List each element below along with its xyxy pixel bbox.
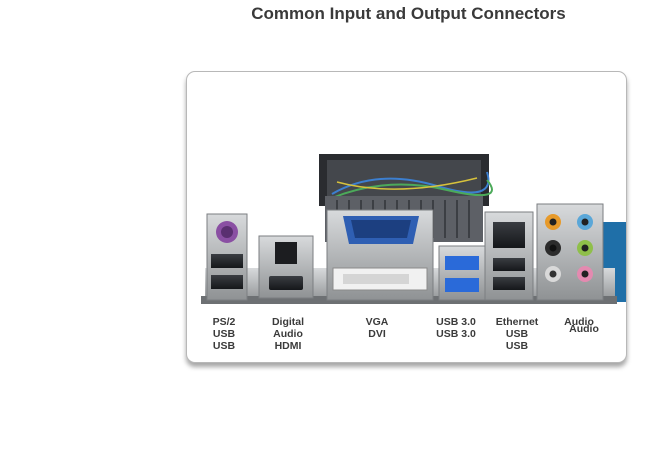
- label-audio: Audio: [564, 316, 594, 328]
- optical-hdmi-stack: [258, 235, 314, 299]
- usb-port: [211, 254, 243, 268]
- label-audio-overlap: Audio: [569, 323, 599, 335]
- ethernet-usb-stack: [484, 211, 534, 301]
- usb-port: [493, 277, 525, 290]
- label-vga-dvi: VGA DVI: [365, 316, 389, 340]
- ethernet-port: [493, 222, 525, 248]
- connector-panel-card: PS/2 USB USB Digital Audio HDMI VGA DVI …: [186, 71, 627, 363]
- motherboard-io-panel-image: [201, 154, 626, 304]
- audio-jack-stack: [536, 203, 604, 301]
- label-ethernet-usb: Ethernet USB USB: [495, 316, 539, 352]
- page-title: Common Input and Output Connectors: [251, 4, 566, 23]
- label-usb3: USB 3.0 USB 3.0: [436, 316, 476, 340]
- usb3-stack: [438, 245, 486, 301]
- vga-dvi-stack: [326, 209, 434, 301]
- usb3-port: [445, 278, 479, 292]
- label-ps2-usb: PS/2 USB USB: [212, 316, 236, 352]
- label-digital-audio-hdmi: Digital Audio HDMI: [271, 316, 305, 352]
- usb-port: [493, 258, 525, 271]
- ps2-usb-stack: [206, 213, 248, 301]
- hdmi-port: [269, 276, 303, 290]
- usb3-port: [445, 256, 479, 270]
- usb-port: [211, 275, 243, 289]
- optical-audio-port: [275, 242, 297, 264]
